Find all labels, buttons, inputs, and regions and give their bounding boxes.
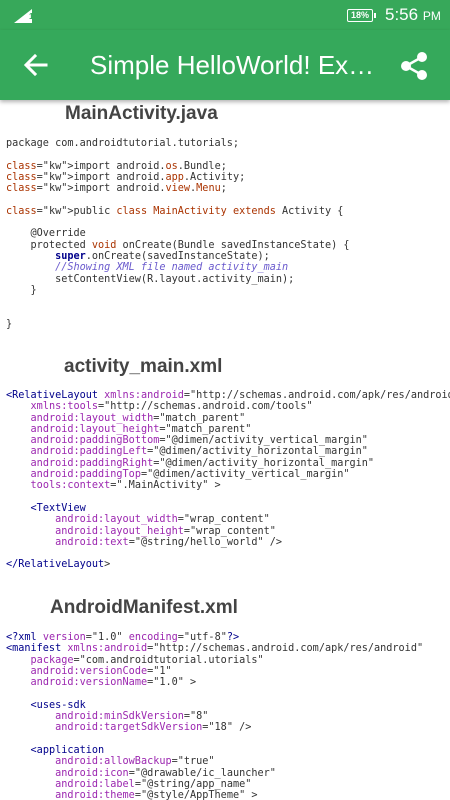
- status-bar: 1 18% 5:56 PM: [0, 0, 450, 30]
- code-line: android:paddingLeft="@dimen/activity_hor…: [30, 446, 368, 458]
- code-line: }: [6, 318, 13, 330]
- code-line: setContentView(R.layout.activity_main);: [55, 273, 295, 285]
- arrow-back-icon: [23, 53, 48, 77]
- code-line: <uses-sdk: [30, 699, 86, 711]
- code-line: <manifest xmlns:android="http://schemas.…: [6, 643, 424, 655]
- code-line: package="com.androidtutorial.utorials": [30, 654, 264, 666]
- code-line: android:text="@string/hello_world" />: [55, 536, 283, 548]
- code-line: xmlns:tools="http://schemas.android.com/…: [30, 401, 313, 413]
- code-line: android:paddingBottom="@dimen/activity_v…: [30, 435, 368, 447]
- code-block-manifest-xml: <?xml version="1.0" encoding="utf-8"?> <…: [6, 632, 423, 800]
- code-line: android:layout_width="match_parent": [30, 412, 246, 424]
- signal-label: 1: [29, 12, 34, 21]
- section-title-activity-main: activity_main.xml: [64, 356, 223, 377]
- code-line: <?xml version="1.0" encoding="utf-8"?>: [6, 632, 240, 643]
- code-block-java: package com.androidtutorial.tutorials; c…: [6, 138, 350, 330]
- back-button[interactable]: [21, 50, 51, 80]
- code-line: class="kw">import android.view.Menu;: [6, 183, 227, 195]
- app-bar: Simple HelloWorld! Exa…: [0, 30, 450, 100]
- code-line: android:paddingTop="@dimen/activity_vert…: [30, 469, 350, 481]
- code-line: class="kw">public class MainActivity ext…: [6, 205, 344, 217]
- code-line: android:layout_height="match_parent": [30, 423, 252, 435]
- code-line: protected void onCreate(Bundle savedInst…: [6, 239, 350, 251]
- code-line: android:layout_height="wrap_content": [55, 525, 276, 537]
- code-line: class="kw">import android.os.Bundle;: [6, 160, 227, 172]
- page-title: Simple HelloWorld! Exa…: [90, 50, 380, 80]
- clock: 5:56 PM: [385, 5, 441, 25]
- code-line: package com.androidtutorial.tutorials;: [6, 138, 240, 149]
- code-line: android:targetSdkVersion="18" />: [55, 722, 252, 734]
- section-title-mainactivity: MainActivity.java: [65, 103, 218, 124]
- code-line: super.onCreate(savedInstanceState);: [55, 250, 270, 262]
- code-block-layout-xml: <RelativeLayout xmlns:android="http://sc…: [6, 390, 450, 571]
- code-line: tools:context=".MainActivity" >: [30, 480, 221, 492]
- code-line: @Override: [30, 228, 86, 240]
- section-title-manifest: AndroidManifest.xml: [50, 597, 238, 618]
- code-line: android:icon="@drawable/ic_launcher": [55, 767, 276, 779]
- code-line: class="kw">import android.app.Activity;: [6, 171, 246, 183]
- code-line: android:layout_width="wrap_content": [55, 514, 270, 526]
- code-line: android:theme="@style/AppTheme" >: [55, 790, 258, 800]
- content-area[interactable]: MainActivity.java package com.androidtut…: [0, 100, 450, 800]
- clock-time: 5:56: [385, 5, 419, 24]
- code-line: android:minSdkVersion="8": [55, 711, 209, 723]
- code-line: android:versionName="1.0" >: [30, 677, 197, 689]
- battery-level: 18%: [350, 10, 369, 20]
- share-button[interactable]: [398, 50, 430, 82]
- code-line: <RelativeLayout xmlns:android="http://sc…: [6, 390, 450, 401]
- battery-icon: 18%: [347, 9, 376, 22]
- code-line: android:versionCode="1": [30, 665, 172, 677]
- clock-ampm: PM: [422, 9, 441, 23]
- code-line: android:paddingRight="@dimen/activity_ho…: [30, 457, 375, 469]
- code-line: android:allowBackup="true": [55, 756, 215, 768]
- share-icon: [401, 52, 427, 80]
- code-line: </RelativeLayout>: [6, 559, 111, 571]
- code-line: }: [30, 284, 37, 296]
- signal-icon: [14, 9, 32, 23]
- code-line: <application: [30, 744, 105, 756]
- code-line: <TextView: [30, 502, 86, 514]
- code-line: //Showing XML file named activity_main: [6, 262, 289, 274]
- code-line: android:label="@string/app_name": [55, 778, 252, 790]
